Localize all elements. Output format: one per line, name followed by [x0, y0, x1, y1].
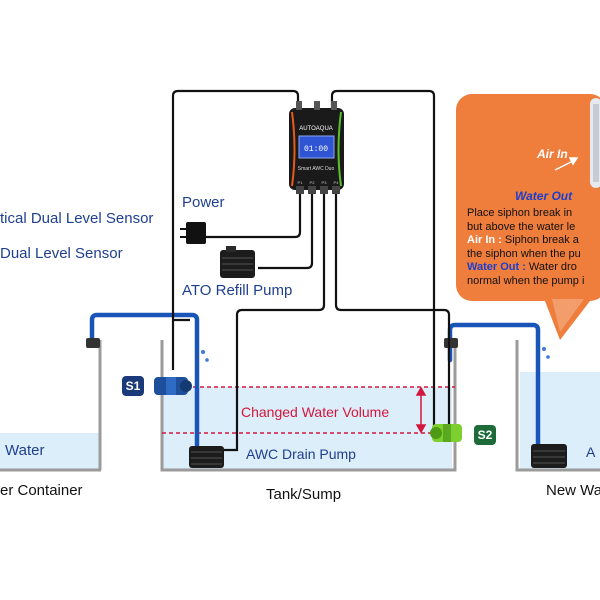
callout-air-in-text-2: the siphon when the pu [467, 247, 581, 260]
power-adapter [180, 222, 206, 244]
callout-water-out-text-2: normal when the pump i [467, 274, 585, 287]
power-label: Power [182, 194, 225, 211]
left-container [0, 340, 102, 472]
tank-sump [160, 340, 457, 472]
sensor-s1-icon [154, 377, 192, 395]
controller-brand: AUTOAQUA [299, 126, 333, 132]
pipe-clamps [86, 338, 458, 348]
optical-sensor-legend: tical Dual Level Sensor [0, 210, 154, 227]
siphon-callout [456, 94, 600, 340]
new-water-container-label: New Wa [546, 482, 600, 499]
port-p1: P1 [298, 180, 304, 185]
controller: AUTOAQUA 01:00 Smart AWC Duo P1 P2 P3 P4 [289, 101, 344, 194]
badge-s1: S1 [122, 376, 144, 396]
tank-sump-label: Tank/Sump [266, 486, 342, 503]
new-water-container [515, 340, 600, 472]
new-water-pump-icon [531, 444, 567, 468]
callout-air-in-text-1: Siphon break a [501, 234, 579, 246]
callout-air-in-heading: Air In [536, 147, 568, 161]
callout-line-2: but above the water le [467, 220, 576, 233]
port-p3: P3 [322, 180, 328, 185]
callout-water-out-label: Water Out : [467, 261, 526, 273]
changed-volume-label: Changed Water Volume [241, 404, 390, 420]
callout-water-out-heading: Water Out [515, 189, 573, 203]
port-p2: P2 [310, 180, 316, 185]
ato-pump-icon [220, 246, 255, 278]
controller-model: Smart AWC Duo [298, 166, 335, 172]
dual-sensor-legend: Dual Level Sensor [0, 245, 123, 262]
cables [171, 89, 451, 452]
callout-line-1: Place siphon break in [467, 207, 573, 219]
left-water-label: Water [5, 442, 45, 459]
left-container-label: er Container [0, 482, 83, 499]
ato-pump-label: ATO Refill Pump [182, 282, 293, 299]
port-p4: P4 [334, 180, 340, 185]
callout-air-in-label: Air In : [467, 234, 502, 246]
callout-air-in-row: Air In : Siphon break a [467, 234, 600, 248]
badge-s2: S2 [474, 425, 496, 445]
right-water-label: A [586, 444, 596, 460]
blue-pipes [89, 312, 541, 448]
callout-water-out-row: Water Out : Water dro [467, 261, 600, 275]
sensor-s2-icon [430, 424, 462, 442]
callout-water-out-text-1: Water dro [525, 261, 577, 273]
drain-pump-icon [189, 446, 224, 468]
siphon-drops [201, 347, 550, 362]
left-container-water [0, 433, 100, 469]
drain-pump-label: AWC Drain Pump [246, 446, 356, 462]
callout-description: Place siphon break in but above the wate… [467, 207, 600, 288]
volume-arrow [415, 386, 427, 434]
controller-screen: 01:00 [304, 145, 328, 154]
